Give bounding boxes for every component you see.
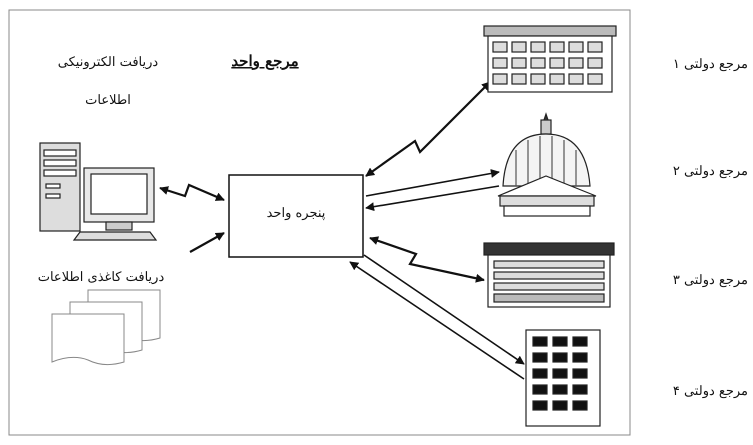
diagram-title: مرجع واحد (231, 52, 298, 70)
commercial-building-icon (483, 242, 615, 308)
agency-3-label: مرجع دولتی ۳ (673, 273, 748, 288)
desktop-computer-icon (39, 142, 158, 241)
agency-2-out-arrow (365, 169, 500, 197)
agency-4-in-arrow (349, 261, 525, 380)
agency-2-in-arrow (365, 185, 500, 212)
electronic-receipt-label: دریافت الکترونیکی (58, 55, 159, 70)
agency-2-label: مرجع دولتی ۲ (673, 164, 748, 179)
paper-documents-icon (51, 289, 161, 366)
single-window-label: پنجره واحد (267, 206, 326, 221)
agency-1-link-arrow (365, 81, 491, 177)
paper-receipt-label: دریافت کاغذی اطلاعات (38, 270, 165, 285)
computer-link-arrow (159, 183, 225, 202)
tower-building-icon (525, 329, 601, 427)
office-building-icon (483, 25, 617, 93)
paper-link-arrow (189, 232, 225, 253)
agency-4-label: مرجع دولتی ۴ (673, 384, 748, 399)
agency-3-link-arrow (369, 236, 485, 283)
electronic-info-label: اطلاعات (85, 93, 131, 108)
single-window-box (228, 174, 364, 258)
domed-building-icon (497, 112, 597, 217)
agency-4-out-arrow (363, 254, 525, 365)
agency-1-label: مرجع دولتی ۱ (673, 57, 748, 72)
